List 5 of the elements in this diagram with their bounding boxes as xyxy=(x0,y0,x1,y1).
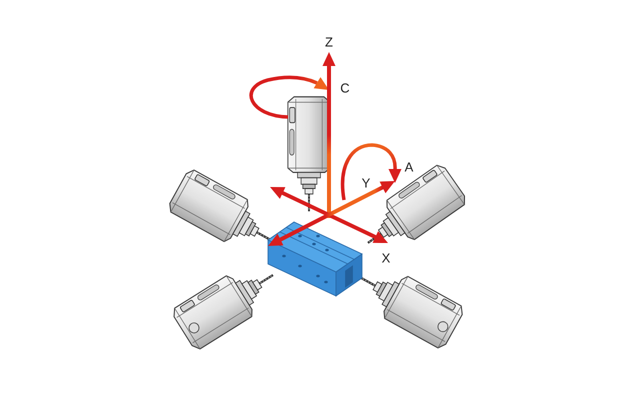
axis-label: Y xyxy=(362,176,370,190)
axis-label: X xyxy=(382,252,390,264)
axis-label: C xyxy=(340,82,350,94)
axis-label: A xyxy=(404,160,414,174)
axis-label: Z xyxy=(325,36,333,48)
